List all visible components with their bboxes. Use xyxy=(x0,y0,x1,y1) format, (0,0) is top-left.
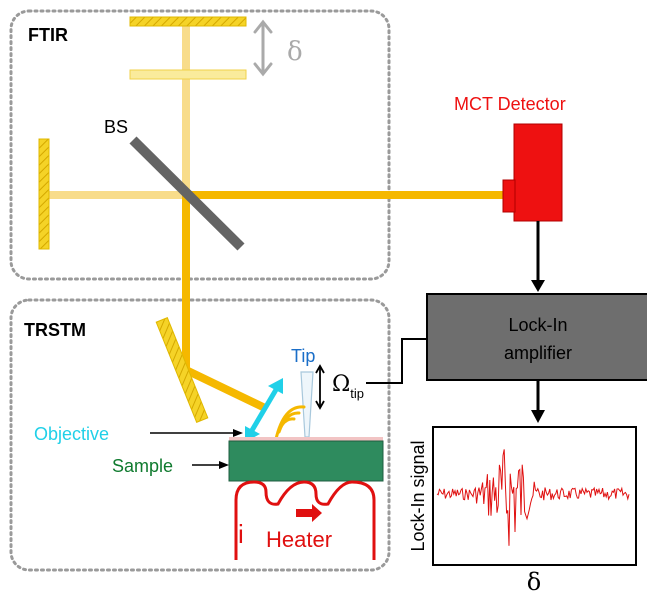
detector-window xyxy=(502,179,516,213)
ftir-box xyxy=(9,9,391,281)
omega-subscript: tip xyxy=(350,386,364,401)
reference-wire xyxy=(366,338,427,384)
lockin-to-signal-arrowhead xyxy=(531,410,545,423)
oscillation-arrow-icon xyxy=(315,364,325,410)
fixed-mirror xyxy=(129,16,247,27)
probe-tip-icon xyxy=(300,371,314,438)
tip-label: Tip xyxy=(291,346,315,366)
beam-splitter-icon xyxy=(129,136,245,251)
lockin-line1: Lock-In xyxy=(508,315,567,335)
mct-detector-label: MCT Detector xyxy=(454,94,566,114)
bs-label: BS xyxy=(104,117,128,137)
sample-surface-layer xyxy=(229,437,383,441)
sample-block xyxy=(228,440,384,482)
sample-label: Sample xyxy=(112,456,173,476)
side-mirror xyxy=(38,138,50,250)
heater-coil-icon xyxy=(234,480,376,560)
omega-symbol: Ω xyxy=(332,372,350,397)
signal-ylabel: Lock-In signal xyxy=(408,440,428,551)
lockin-line2: amplifier xyxy=(504,343,572,363)
sample-pointer-head xyxy=(219,461,229,469)
heater-label: Heater xyxy=(266,527,332,552)
current-label: i xyxy=(238,519,244,549)
delta-top-label: δ xyxy=(287,37,303,67)
interferogram-trace xyxy=(436,449,630,546)
ftir-label: FTIR xyxy=(28,25,68,45)
trstm-mirror xyxy=(155,317,209,423)
objective-pointer-head xyxy=(233,429,243,437)
signal-plot-frame xyxy=(432,426,637,566)
lockin-amplifier xyxy=(426,293,647,381)
detector-body xyxy=(513,123,563,222)
detector-to-lockin-arrowhead xyxy=(531,280,545,292)
delta-arrow-icon xyxy=(253,19,273,77)
heater-arrow-icon xyxy=(296,504,322,522)
objective-label: Objective xyxy=(34,424,109,444)
trstm-box xyxy=(9,298,391,572)
trstm-label: TRSTM xyxy=(24,320,86,340)
omega-label: Ωtip xyxy=(332,372,364,401)
moving-mirror xyxy=(129,69,247,80)
emission-waves-icon xyxy=(274,405,306,441)
signal-xlabel: δ xyxy=(527,568,541,596)
